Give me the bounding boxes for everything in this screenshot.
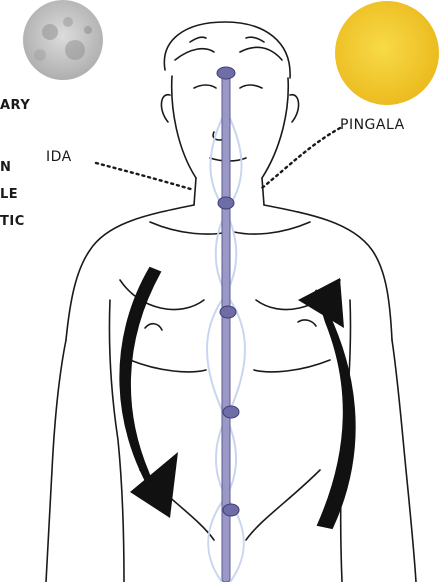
left-text-fragment-2: N: [0, 160, 11, 175]
chakra-crown: [217, 67, 235, 79]
upward-arrow-icon: [316, 290, 355, 528]
chakra-solar: [223, 406, 239, 418]
chakra-sacral: [223, 504, 239, 516]
ida-label: IDA: [46, 149, 72, 165]
channel-leader-lines: [96, 128, 340, 190]
pingala-label: PINGALA: [340, 117, 405, 133]
chakra-throat: [218, 197, 234, 209]
left-text-fragment-3: LE: [0, 187, 18, 202]
downward-arrow-icon: [120, 268, 160, 505]
left-text-fragment-1: ARY: [0, 98, 30, 113]
pingala-leader-line: [262, 128, 340, 188]
moon-icon: [23, 0, 103, 80]
sun-icon: [335, 1, 439, 105]
chakra-heart: [220, 306, 236, 318]
left-text-fragment-4: TIC: [0, 214, 25, 229]
ida-leader-line: [96, 163, 194, 190]
